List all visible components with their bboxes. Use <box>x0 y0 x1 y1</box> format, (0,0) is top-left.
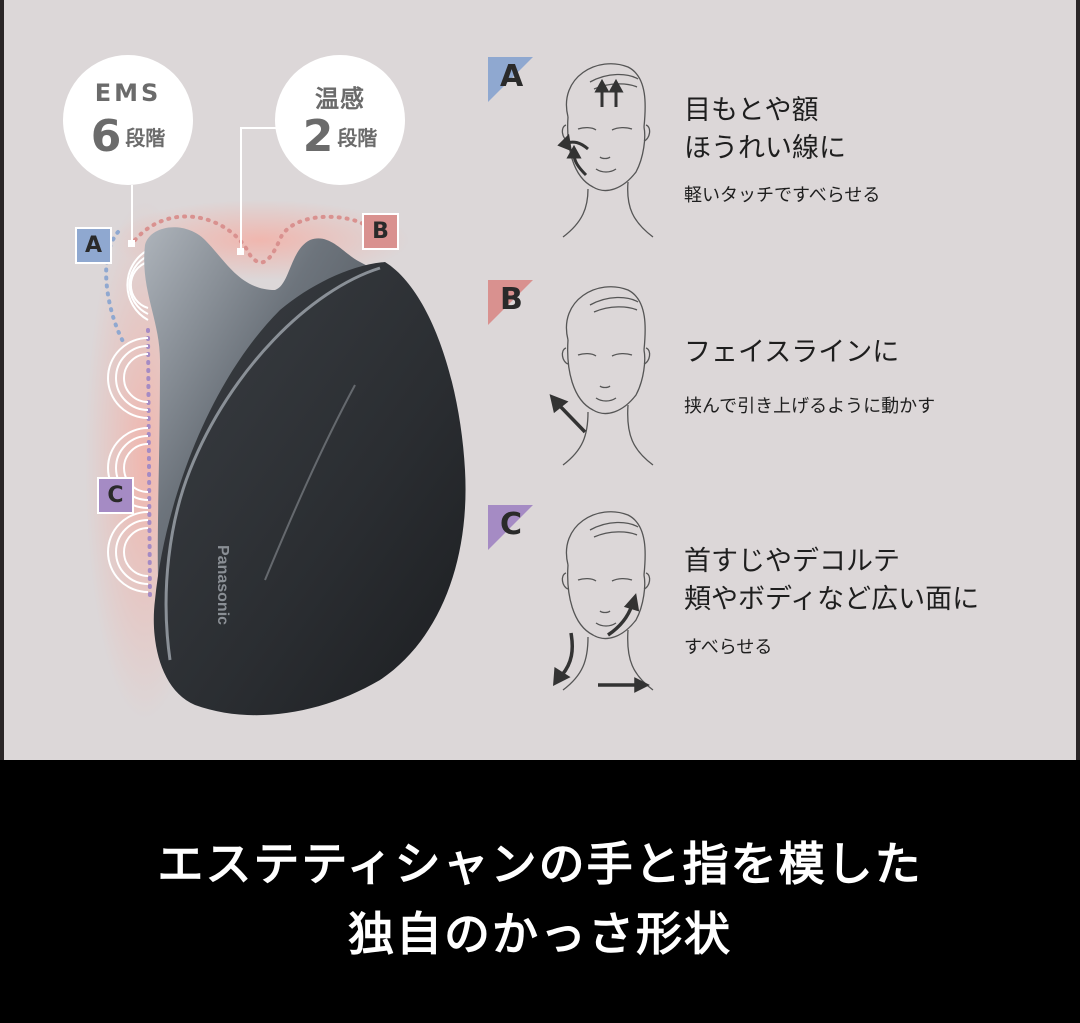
usage-desc-c: すべらせる <box>684 637 773 658</box>
warm-level-unit: 段階 <box>337 126 378 150</box>
usage-title-a: 目もとや額 ほうれい線に <box>684 92 846 168</box>
usage-desc-b: 挟んで引き上げるように動かす <box>684 396 936 417</box>
zone-a-label: A <box>75 227 112 264</box>
corner-triangle-b <box>488 280 533 325</box>
zone-c-label: C <box>97 477 134 514</box>
headline-line2: 独自のかっさ形状 <box>348 907 732 961</box>
warm-connector-v <box>240 127 242 249</box>
face-illustration-c <box>553 511 654 693</box>
corner-triangle-c <box>488 505 533 550</box>
usage-letter-b: B <box>500 282 523 317</box>
usage-letter-c: C <box>500 507 523 542</box>
warm-label: 温感 <box>315 85 365 113</box>
ems-connector-end <box>128 240 135 247</box>
device-illustration: Panasonic <box>85 200 466 720</box>
ems-label: EMS <box>94 79 162 107</box>
warm-connector-end <box>237 248 244 255</box>
zone-b-label: B <box>362 213 399 250</box>
usage-letter-a: A <box>500 59 524 94</box>
corner-triangle-a <box>488 57 533 102</box>
ems-level-unit: 段階 <box>125 126 166 150</box>
right-border <box>1076 0 1080 760</box>
brand-logo: Panasonic <box>214 545 231 625</box>
usage-title-c-line1: 首すじやデコルテ <box>684 546 900 577</box>
usage-title-c: 首すじやデコルテ 頬やボディなど広い面に <box>684 543 979 619</box>
usage-title-a-line1: 目もとや額 <box>684 95 819 126</box>
left-border <box>0 0 4 760</box>
usage-title-b-line1: フェイスラインに <box>684 337 900 368</box>
usage-title-b: フェイスラインに <box>684 334 899 372</box>
ems-connector <box>131 185 133 243</box>
warm-connector-h <box>240 127 282 129</box>
warm-level-count: 2 <box>302 111 334 162</box>
usage-title-c-line2: 頬やボディなど広い面に <box>684 584 980 615</box>
face-illustration-a <box>557 63 654 238</box>
usage-desc-a: 軽いタッチですべらせる <box>684 185 881 206</box>
face-illustration-b <box>549 286 654 466</box>
ems-level-count: 6 <box>90 111 122 162</box>
headline-line1: エステティシャンの手と指を模した <box>157 837 923 891</box>
usage-title-a-line2: ほうれい線に <box>684 133 846 164</box>
